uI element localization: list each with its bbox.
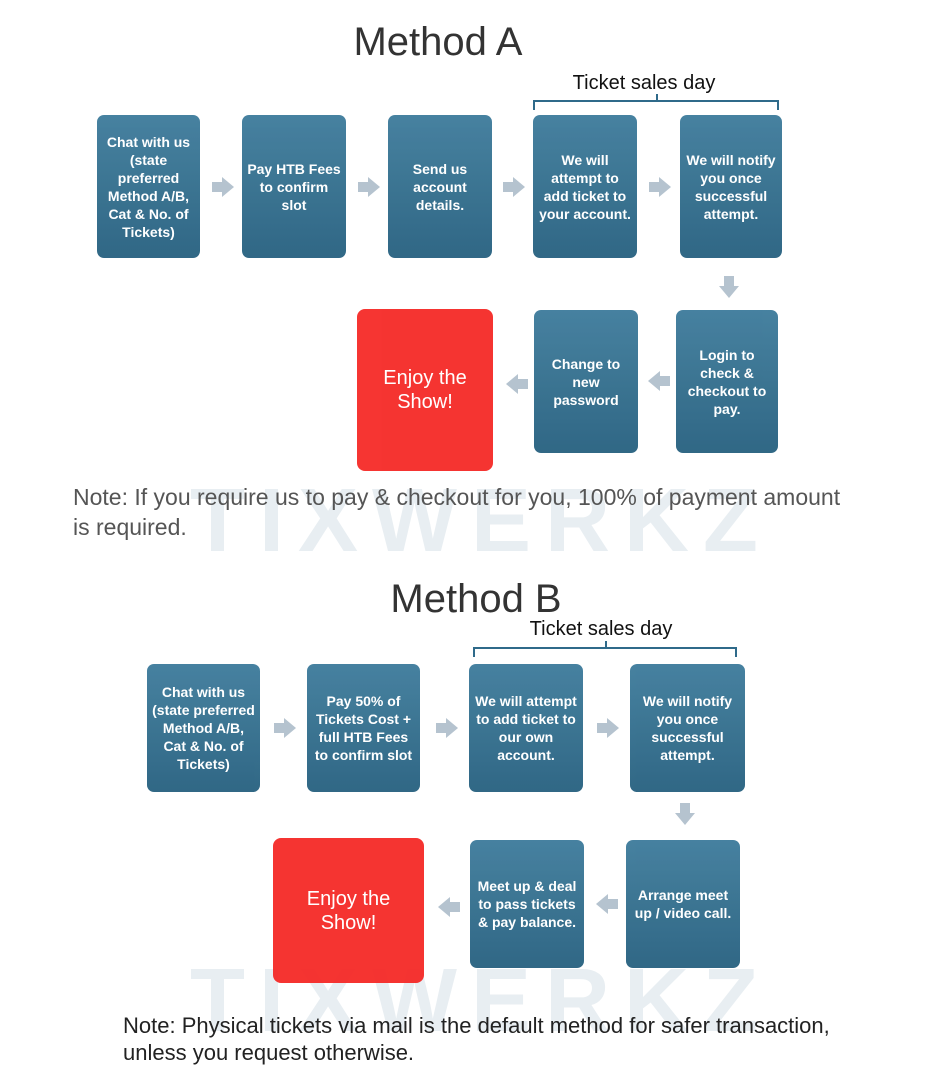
step-a-enjoy: Enjoy the Show! xyxy=(357,309,493,471)
method-a-title: Method A xyxy=(353,20,523,64)
watermark: TIXWERKZ xyxy=(190,471,772,571)
step-a-1: Chat with us (state preferred Method A/B… xyxy=(97,115,200,258)
method-a-note: Note: If you require us to pay & checkou… xyxy=(73,484,841,540)
arrow-left-icon xyxy=(506,374,528,394)
step-b-1: Chat with us (state preferred Method A/B… xyxy=(147,664,260,792)
arrow-right-icon xyxy=(212,177,234,197)
ticket-sales-bracket xyxy=(533,94,779,110)
arrow-down-icon xyxy=(675,803,695,825)
step-b-3: We will attempt to add ticket to our own… xyxy=(469,664,583,792)
step-a-7: Change to new password xyxy=(534,310,638,453)
arrow-left-icon xyxy=(596,894,618,914)
arrow-right-icon xyxy=(274,718,296,738)
ticket-sales-day-label: Ticket sales day xyxy=(572,72,716,94)
arrow-left-icon xyxy=(648,371,670,391)
step-b-5: Arrange meet up / video call. xyxy=(626,840,740,968)
step-a-2: Pay HTB Fees to confirm slot xyxy=(242,115,346,258)
arrow-left-icon xyxy=(438,897,460,917)
step-b-4: We will notify you once successful attem… xyxy=(630,664,745,792)
step-a-6: Login to check & checkout to pay. xyxy=(676,310,778,453)
step-a-4: We will attempt to add ticket to your ac… xyxy=(533,115,637,258)
step-b-6: Meet up & deal to pass tickets & pay bal… xyxy=(470,840,584,968)
method-b-title: Method B xyxy=(390,577,562,621)
ticket-sales-day-label: Ticket sales day xyxy=(529,618,673,640)
arrow-right-icon xyxy=(649,177,671,197)
step-a-5: We will notify you once successful attem… xyxy=(680,115,782,258)
arrow-right-icon xyxy=(503,177,525,197)
arrow-down-icon xyxy=(719,276,739,298)
arrow-right-icon xyxy=(597,718,619,738)
ticket-sales-bracket xyxy=(473,641,737,657)
step-b-2: Pay 50% of Tickets Cost + full HTB Fees … xyxy=(307,664,420,792)
step-b-enjoy: Enjoy the Show! xyxy=(273,838,424,983)
step-a-3: Send us account details. xyxy=(388,115,492,258)
arrow-right-icon xyxy=(436,718,458,738)
method-b-note: Note: Physical tickets via mail is the d… xyxy=(123,1013,830,1065)
arrow-right-icon xyxy=(358,177,380,197)
